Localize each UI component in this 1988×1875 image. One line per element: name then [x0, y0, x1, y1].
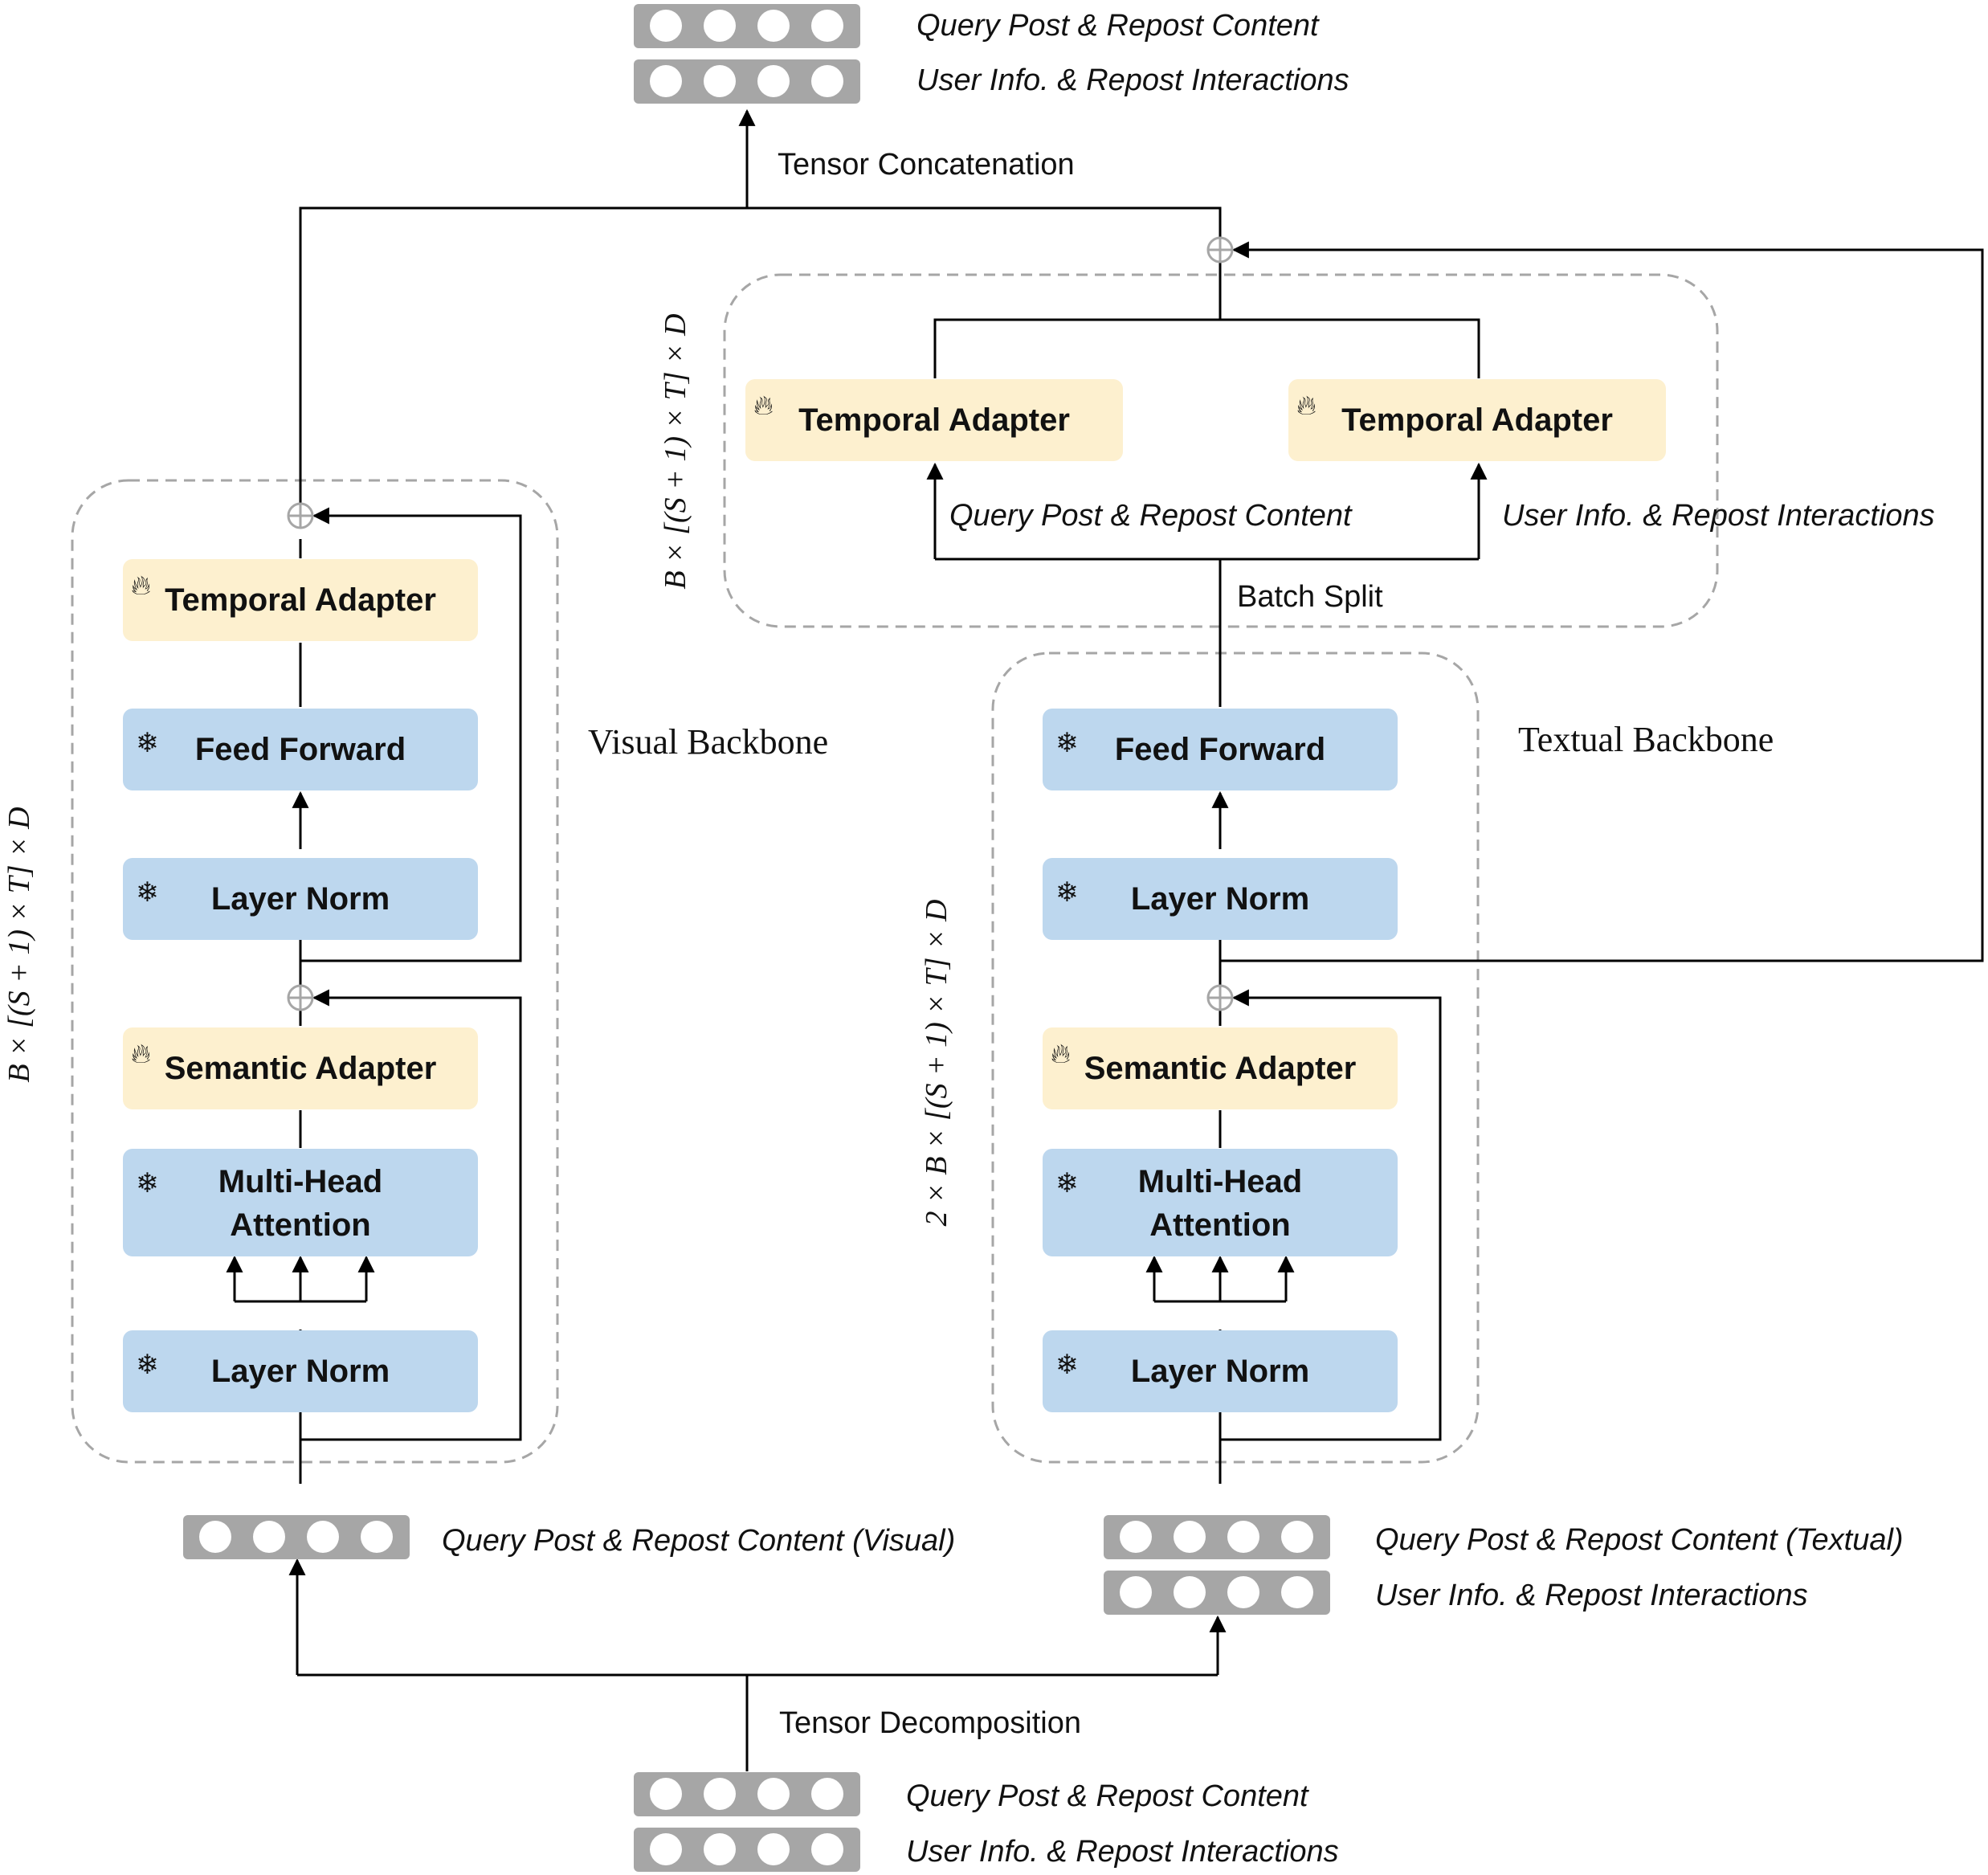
- visual-input-label: Query Post & Repost Content (Visual): [442, 1524, 955, 1558]
- textual-layer-norm-bottom: ❄ Layer Norm: [1043, 1330, 1398, 1412]
- textual-semantic-adapter: 🔥︎ Semantic Adapter: [1043, 1027, 1398, 1109]
- textual-input-token-row-1: [1104, 1515, 1330, 1559]
- split-label-left: Query Post & Repost Content: [949, 499, 1353, 533]
- flame-icon: 🔥︎: [753, 390, 774, 422]
- flame-icon: 🔥︎: [131, 570, 151, 602]
- split-label-right: User Info. & Repost Interactions: [1502, 499, 1935, 533]
- output-label-1: Query Post & Repost Content: [916, 9, 1320, 43]
- visual-backbone-title: Visual Backbone: [588, 722, 828, 762]
- visual-backbone-group: [71, 479, 559, 1464]
- textual-layer-norm-top: ❄ Layer Norm: [1043, 858, 1398, 940]
- add-operator-textual-lower: [1206, 984, 1234, 1011]
- snowflake-icon: ❄: [136, 727, 159, 759]
- snowflake-icon: ❄: [1055, 1349, 1079, 1381]
- visual-layer-norm-bottom: ❄ Layer Norm: [123, 1330, 478, 1412]
- textual-feed-forward: ❄ Feed Forward: [1043, 709, 1398, 790]
- add-operators: [287, 236, 1234, 1011]
- tensor-concatenation-label: Tensor Concatenation: [778, 148, 1075, 182]
- tensor-decomposition-label: Tensor Decomposition: [779, 1706, 1081, 1740]
- snowflake-icon: ❄: [136, 1349, 159, 1381]
- snowflake-icon: ❄: [1055, 876, 1079, 909]
- snowflake-icon: ❄: [136, 876, 159, 909]
- add-operator-visual-upper: [287, 502, 314, 529]
- svg-text:Temporal Adapter: Temporal Adapter: [165, 582, 436, 618]
- svg-text:Multi-Head: Multi-Head: [218, 1164, 382, 1199]
- snowflake-icon: ❄: [136, 1167, 159, 1199]
- textual-input-label-1: Query Post & Repost Content (Textual): [1375, 1523, 1904, 1557]
- batch-split-group: [723, 273, 1719, 628]
- add-operator-visual-lower: [287, 984, 314, 1011]
- svg-text:Temporal Adapter: Temporal Adapter: [1341, 402, 1613, 438]
- textual-input-token-row-2: [1104, 1571, 1330, 1615]
- input-label-1: Query Post & Repost Content: [906, 1779, 1309, 1813]
- flame-icon: 🔥︎: [1051, 1038, 1071, 1070]
- split-temporal-adapter-right: 🔥︎ Temporal Adapter: [1288, 379, 1666, 461]
- snowflake-icon: ❄: [1055, 1167, 1079, 1199]
- svg-text:Layer Norm: Layer Norm: [1131, 1354, 1309, 1389]
- visual-semantic-adapter: 🔥︎ Semantic Adapter: [123, 1027, 478, 1109]
- dim-label-visual: B × [(S + 1) × T] × D: [2, 807, 36, 1082]
- output-label-2: User Info. & Repost Interactions: [916, 63, 1349, 97]
- visual-multi-head-attention: ❄ Multi-Head Attention: [123, 1149, 478, 1256]
- visual-temporal-adapter: 🔥︎ Temporal Adapter: [123, 559, 478, 641]
- split-temporal-adapter-left: 🔥︎ Temporal Adapter: [745, 379, 1123, 461]
- dim-label-top: B × [(S + 1) × T] × D: [659, 313, 692, 589]
- textual-backbone-title: Textual Backbone: [1518, 720, 1774, 759]
- svg-text:Attention: Attention: [230, 1207, 371, 1243]
- output-token-row-2: [634, 59, 860, 104]
- svg-text:Layer Norm: Layer Norm: [211, 881, 390, 917]
- visual-feed-forward: ❄ Feed Forward: [123, 709, 478, 790]
- textual-backbone-group: [991, 652, 1480, 1464]
- textual-multi-head-attention: ❄ Multi-Head Attention: [1043, 1149, 1398, 1256]
- dim-label-textual: 2 × B × [(S + 1) × T] × D: [920, 900, 953, 1227]
- svg-text:Semantic Adapter: Semantic Adapter: [1084, 1051, 1357, 1086]
- input-token-row-1: [634, 1772, 860, 1816]
- svg-text:Layer Norm: Layer Norm: [1131, 881, 1309, 917]
- batch-split-label: Batch Split: [1237, 580, 1383, 614]
- snowflake-icon: ❄: [1055, 727, 1079, 759]
- svg-text:Layer Norm: Layer Norm: [211, 1354, 390, 1389]
- svg-text:Semantic Adapter: Semantic Adapter: [165, 1051, 437, 1086]
- svg-text:Feed Forward: Feed Forward: [1115, 732, 1325, 767]
- svg-text:Feed Forward: Feed Forward: [195, 732, 406, 767]
- svg-text:Multi-Head: Multi-Head: [1138, 1164, 1302, 1199]
- flame-icon: 🔥︎: [131, 1038, 151, 1070]
- svg-text:Temporal Adapter: Temporal Adapter: [798, 402, 1070, 438]
- input-label-2: User Info. & Repost Interactions: [906, 1835, 1339, 1869]
- output-token-row-1: [634, 4, 860, 48]
- input-token-row-2: [634, 1828, 860, 1872]
- add-operator-top: [1206, 236, 1234, 263]
- textual-input-label-2: User Info. & Repost Interactions: [1375, 1579, 1808, 1612]
- svg-text:Attention: Attention: [1149, 1207, 1291, 1243]
- visual-input-token-row: [183, 1515, 410, 1559]
- flame-icon: 🔥︎: [1296, 390, 1316, 422]
- visual-layer-norm-top: ❄ Layer Norm: [123, 858, 478, 940]
